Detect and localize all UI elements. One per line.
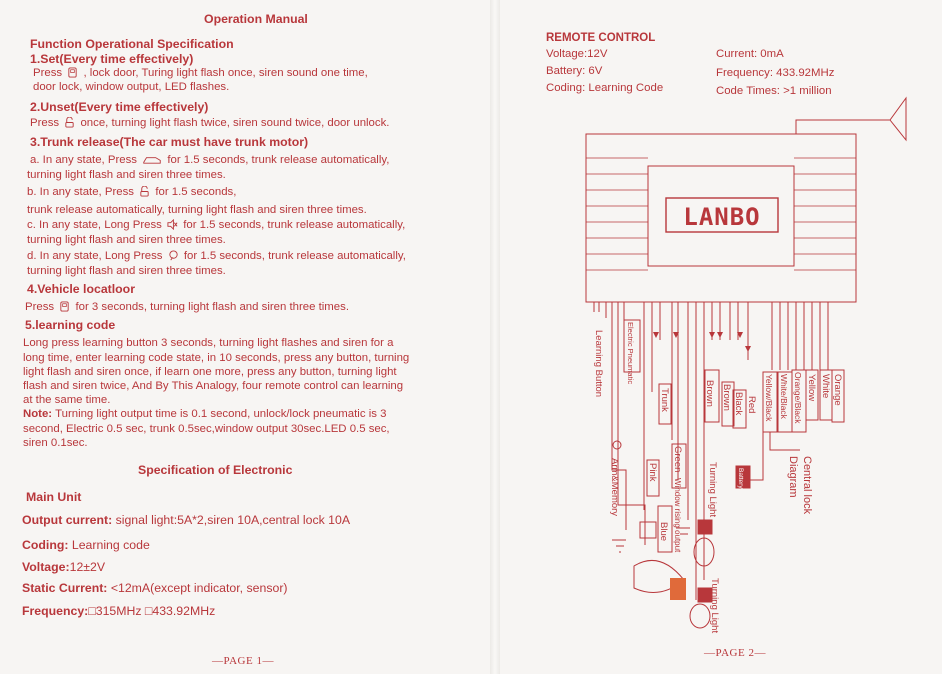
label-turning-light-2: Turning Light: [709, 578, 720, 633]
page-1: Operation Manual Function Operational Sp…: [22, 12, 410, 668]
label-white-black: White/Black: [779, 374, 789, 420]
unset-heading: 2.Unset(Every time effectively): [30, 100, 209, 114]
set-heading: 1.Set(Every time effectively): [30, 52, 194, 66]
page-2: REMOTE CONTROL Voltage:12V Battery: 6V C…: [500, 0, 942, 674]
label-electric-pneumatic: Electric Pneumatic: [626, 322, 635, 384]
brand-panel: [647, 165, 795, 267]
spec-static-current: Static Current: <12mA(except indicator, …: [22, 581, 288, 595]
learning-line-3: light flash and siren once, if learn one…: [23, 366, 397, 378]
page-fold: [490, 0, 500, 674]
learning-heading: 5.learning code: [25, 318, 116, 332]
brand-plate: [665, 197, 779, 233]
page-footer: —PAGE 2—: [704, 647, 766, 659]
label-battery: Battery: [737, 468, 744, 489]
learning-line-5: at the same time.: [23, 394, 111, 406]
set-line-1: Press , lock door, Turing light flash on…: [33, 67, 368, 79]
label-brown-1: Brown: [704, 380, 715, 407]
main-unit-box: [585, 133, 857, 303]
section-title: Function Operational Specification: [30, 37, 234, 51]
unlock-key-icon: [140, 186, 149, 197]
label-pink: Pink: [647, 463, 658, 482]
remote-title: REMOTE CONTROL: [546, 32, 656, 44]
lock-key-icon: [68, 67, 77, 78]
label-window-output: Window rising output: [673, 478, 682, 553]
label-central-lock: Central lock: [801, 456, 813, 515]
unlock-key-icon: [65, 117, 74, 128]
remote-voltage: Voltage:12V: [546, 48, 608, 60]
trunk-b-line-1: b. In any state, Press for 1.5 seconds,: [27, 186, 237, 198]
spec-output-current: Output current: signal light:5A*2,siren …: [22, 513, 351, 527]
trunk-c-line-1: c. In any state, Long Press for 1.5 seco…: [27, 219, 406, 231]
label-yellow: Yellow: [806, 374, 817, 401]
remote-current: Current: 0mA: [716, 48, 784, 60]
remote-frequency: Frequency: 433.92MHz: [716, 67, 835, 79]
trunk-heading: 3.Trunk release(The car must have trunk …: [30, 135, 309, 149]
label-diagram: Diagram: [787, 456, 799, 498]
set-line-2: door lock, window output, LED flashes.: [33, 81, 230, 93]
learning-line-1: Long press learning button 3 seconds, tu…: [23, 337, 394, 349]
main-unit-heading: Main Unit: [26, 490, 82, 504]
brand-logo: LANBO: [683, 203, 760, 231]
remote-code-times: Code Times: >1 million: [716, 85, 832, 97]
label-yellow-black: Yellow/Black: [764, 374, 774, 422]
trunk-d-line-2: turning light flash and siren three time…: [27, 265, 226, 277]
locate-heading: 4.Vehicle locatloor: [27, 282, 135, 296]
label-orange: Orange: [832, 374, 843, 406]
trunk-c-line-2: turning light flash and siren three time…: [27, 234, 226, 246]
lock-key-icon: [60, 301, 69, 312]
trunk-b-line-2: trunk release automatically, turning lig…: [27, 204, 367, 216]
unset-line: Press once, turning light flash twice, s…: [30, 117, 390, 129]
note-line-1: Note: Turning light output time is 0.1 s…: [23, 408, 387, 420]
spec-voltage: Voltage:12±2V: [22, 560, 106, 574]
remote-battery: Battery: 6V: [546, 65, 603, 77]
label-orange-black: Orange/Black: [793, 372, 803, 424]
wiring-diagram: LANBO Learning Button Electric Pneumatic…: [585, 96, 907, 633]
label-arm-memory: Arm&Memory: [609, 458, 620, 516]
spec-coding: Coding: Learning code: [22, 538, 150, 552]
label-black: Black: [733, 392, 744, 415]
label-white: White: [820, 374, 831, 398]
trunk-a-line-1: a. In any state, Press for 1.5 seconds, …: [30, 154, 390, 166]
remote-coding: Coding: Learning Code: [546, 82, 664, 94]
learning-line-2: long time, enter learning code state, in…: [23, 352, 410, 364]
label-blue: Blue: [658, 522, 669, 541]
page-footer: —PAGE 1—: [212, 655, 274, 667]
trunk-d-line-1: d. In any state, Long Press for 1.5 seco…: [27, 250, 406, 262]
spec-title: Specification of Electronic: [138, 463, 293, 477]
note-line-3: siren 0.1sec.: [23, 437, 88, 449]
spec-frequency: Frequency:□315MHz □433.92MHz: [22, 604, 216, 618]
label-brown-2: Brown: [721, 384, 732, 411]
mute-speaker-icon: [167, 219, 178, 230]
learning-line-4: flash and siren twice, And By This Analo…: [23, 380, 404, 392]
car-trunk-icon: [143, 157, 161, 164]
note-line-2: second, Electric 0.5 sec, trunk 0.5sec,w…: [23, 423, 390, 435]
label-learning-button: Learning Button: [593, 330, 604, 397]
search-car-icon: [169, 250, 178, 261]
trunk-a-line-2: turning light flash and siren three time…: [27, 169, 226, 181]
label-green: Green: [672, 446, 683, 472]
antenna-icon: [795, 96, 907, 142]
locate-line: Press for 3 seconds, turning light flash…: [25, 301, 349, 313]
label-turning-light-1: Turning Light: [707, 462, 718, 517]
label-trunk: Trunk: [659, 388, 670, 412]
label-red: Red: [746, 396, 757, 413]
page-title: Operation Manual: [204, 12, 308, 26]
